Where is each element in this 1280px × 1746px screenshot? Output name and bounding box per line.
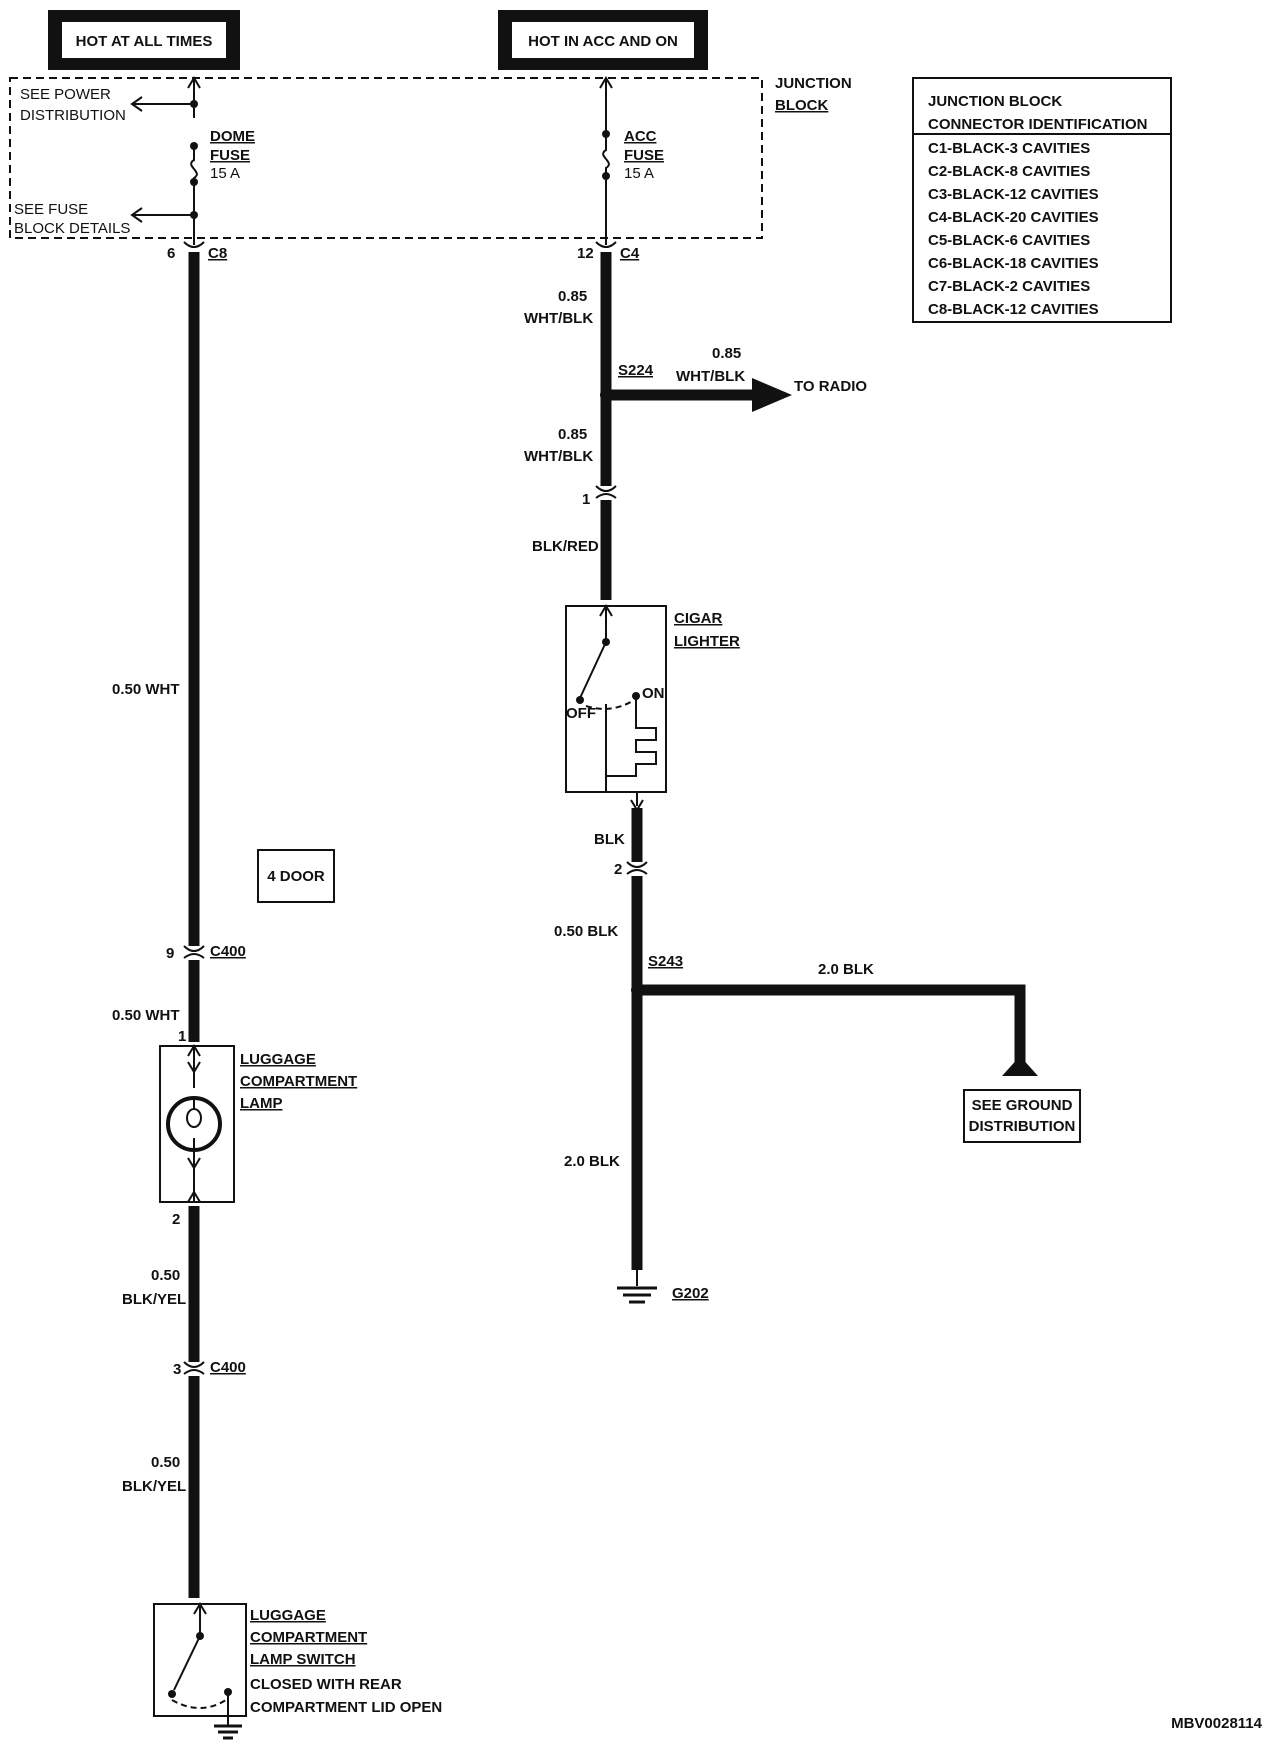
wire-blk-red-label: BLK/RED [532,538,599,555]
legend-item: C2-BLACK-8 CAVITIES [928,163,1090,180]
wire-2-0-blk-to-ground [637,984,1026,1062]
dome-fuse-label-line1: DOME [210,128,255,145]
wire-0-50-wht-label: 0.50 WHT [112,681,180,698]
wire-0-50-wht-lower-label: 0.50 WHT [112,1007,180,1024]
splice-s243-label: S243 [648,953,683,970]
wire-2-0-blk-lower-label: 2.0 BLK [564,1153,620,1170]
lighter-heating-element-icon [605,696,657,792]
lamp-label-line2: COMPARTMENT [240,1073,357,1090]
acc-fuse-label-line1: ACC [624,128,657,145]
c400-top-pin: 9 [166,945,174,962]
lamp-label-line1: LUGGAGE [240,1051,316,1068]
radio-wire-color: WHT/BLK [676,368,745,385]
wire-0-50-blk-label: 0.50 BLK [554,923,618,940]
four-door-label: 4 DOOR [267,868,325,885]
lighter-label-line2: LIGHTER [674,633,740,650]
ground-g202-label: G202 [672,1285,709,1302]
lighter-pin-1: 1 [582,491,590,508]
wire-blk-label: BLK [594,831,625,848]
legend-item: C8-BLACK-12 CAVITIES [928,301,1099,318]
see-ground-distribution-box [963,1089,1081,1143]
wire-blk-yel-upper-size: 0.50 [151,1267,180,1284]
lighter-off-label: OFF [566,705,596,722]
wire-blk-yel-lower-size: 0.50 [151,1454,180,1471]
junction-block-outline [9,77,763,239]
lighter-on-label: ON [642,685,665,702]
see-power-distribution-line2: DISTRIBUTION [20,107,126,124]
ground-wire-label: 2.0 BLK [818,961,874,978]
dome-fuse-amperage: 15 A [210,165,240,182]
junction-block-label-line2: BLOCK [775,97,828,114]
switch-label-line2: COMPARTMENT [250,1629,367,1646]
g202-ground-icon [617,1270,657,1304]
legend-title-line1: JUNCTION BLOCK [928,93,1062,110]
legend-item: C3-BLACK-12 CAVITIES [928,186,1099,203]
see-fuse-block-details-line2: BLOCK DETAILS [14,220,130,237]
c4-pin: 12 [577,245,594,262]
junction-block-label-line1: JUNCTION [775,75,852,92]
hot-at-all-times-label: HOT AT ALL TIMES [76,33,213,50]
dome-fuse-terminal-bottom [190,178,198,186]
switch-label-line4: CLOSED WITH REAR [250,1676,402,1693]
connector-c400-bottom [183,1361,205,1368]
hot-in-acc-and-on-badge: HOT IN ACC AND ON [498,10,708,70]
connector-c4 [595,241,617,248]
acc-fuse-amperage: 15 A [624,165,654,182]
connector-c8 [183,241,205,248]
to-radio-arrow-icon [752,378,792,412]
connector-identification-legend: JUNCTION BLOCK CONNECTOR IDENTIFICATION … [912,77,1172,323]
ground-arrow-icon [1002,1056,1038,1076]
dome-fuse-symbol [190,146,198,196]
legend-title-line2: CONNECTOR IDENTIFICATION [928,116,1147,133]
acc-fuse-terminal-bottom [602,172,610,180]
legend-item: C1-BLACK-3 CAVITIES [928,140,1090,157]
legend-item: C4-BLACK-20 CAVITIES [928,209,1099,226]
acc-fuse-label-line2: FUSE [624,147,664,164]
wire-blk-yel-lower-color: BLK/YEL [122,1478,186,1495]
legend-item: C6-BLACK-18 CAVITIES [928,255,1099,272]
wire-wht-blk-2-color: WHT/BLK [524,448,593,465]
connector-lighter-pin1 [595,493,617,499]
hot-at-all-times-badge: HOT AT ALL TIMES [48,10,240,70]
c400-bottom-label: C400 [210,1359,246,1376]
wire-blk-yel-upper-color: BLK/YEL [122,1291,186,1308]
lamp-label-line3: LAMP [240,1095,283,1112]
diagram-code: MBV0028114 [1171,1715,1263,1732]
wire-wht-blk-1-color: WHT/BLK [524,310,593,327]
wire-wht-blk-2-size: 0.85 [558,426,587,443]
c8-label: C8 [208,245,227,262]
switch-label-line5: COMPARTMENT LID OPEN [250,1699,442,1716]
luggage-compartment-lamp-switch [153,1602,247,1717]
switch-label-line1: LUGGAGE [250,1607,326,1624]
switch-label-line3: LAMP SWITCH [250,1651,356,1668]
to-radio-label: TO RADIO [794,378,867,395]
radio-wire-size: 0.85 [712,345,741,362]
legend-item: C7-BLACK-2 CAVITIES [928,278,1090,295]
lamp-pin-1: 1 [178,1028,186,1045]
see-ground-line1: SEE GROUND [972,1097,1073,1114]
c400-top-label: C400 [210,943,246,960]
luggage-compartment-lamp [159,1044,235,1203]
lighter-label-line1: CIGAR [674,610,723,627]
see-fuse-block-details-line1: SEE FUSE [14,201,88,218]
lamp-pin-2: 2 [172,1211,180,1228]
cigar-lighter [565,604,667,793]
see-power-distribution-line1: SEE POWER [20,86,111,103]
c4-label: C4 [620,245,640,262]
switch-ground-icon [214,1716,242,1740]
wire-wht-blk-1-size: 0.85 [558,288,587,305]
legend-item: C5-BLACK-6 CAVITIES [928,232,1090,249]
c400-bottom-pin: 3 [173,1361,181,1378]
four-door-box [257,849,335,903]
hot-in-acc-and-on-label: HOT IN ACC AND ON [528,33,678,50]
connector-lighter-pin2 [626,869,648,875]
connector-c400-top [183,945,205,952]
splice-s224-label: S224 [618,362,654,379]
acc-fuse-symbol [602,134,610,245]
see-ground-line2: DISTRIBUTION [969,1118,1076,1135]
lighter-pin-2: 2 [614,861,622,878]
c8-pin: 6 [167,245,175,262]
dome-fuse-label-line2: FUSE [210,147,250,164]
